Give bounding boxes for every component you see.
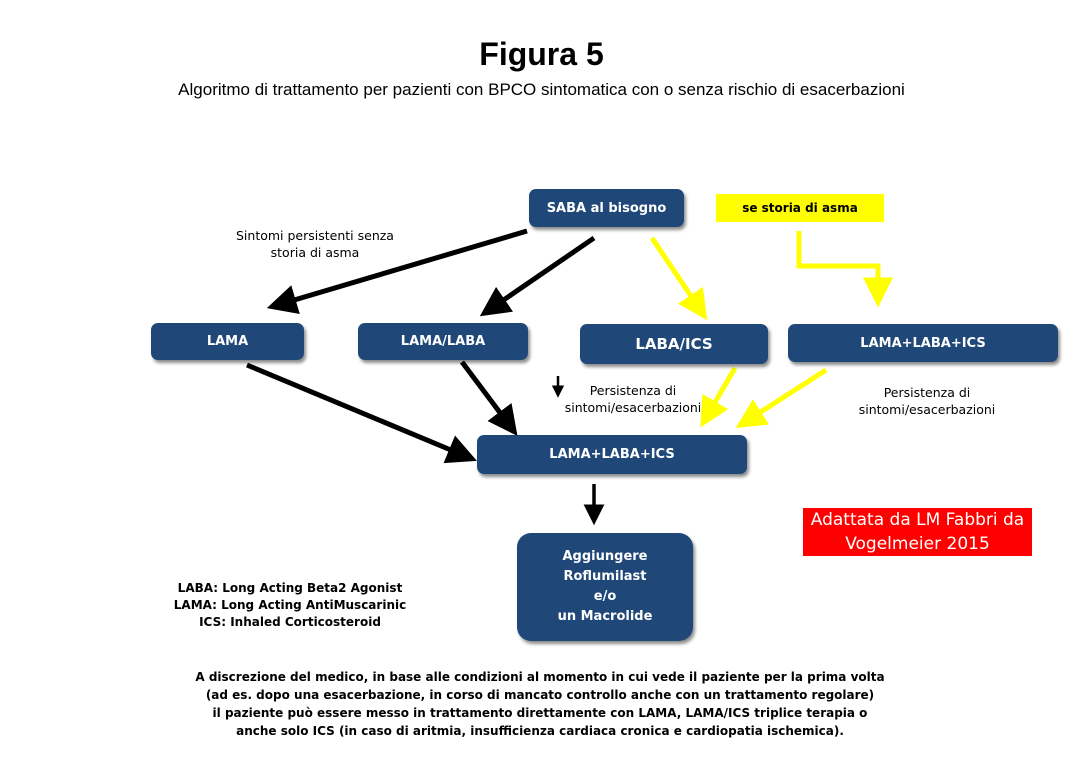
tag-storia-asma: se storia di asma — [716, 194, 884, 222]
node-saba: SABA al bisogno — [529, 189, 684, 227]
node-lama-laba-ics-center: LAMA+LABA+ICS — [477, 435, 747, 474]
arrow-saba-to-laba-ics — [649, 236, 708, 321]
arrow-lama-laba-to-triple — [460, 360, 518, 436]
abbreviations-legend: LABA: Long Acting Beta2 Agonist LAMA: Lo… — [173, 581, 407, 629]
arrow-asma-to-triple — [796, 231, 893, 308]
page-title: Figura 5 — [479, 36, 604, 72]
page-subtitle: Algoritmo di trattamento per pazienti co… — [178, 80, 905, 99]
arrow-lama-to-triple — [246, 362, 477, 464]
label-persistenza-right: Persistenza di sintomi/esacerbazioni — [858, 385, 996, 417]
label-sintomi-persistenti: Sintomi persistenti senza storia di asma — [236, 228, 394, 260]
node-lama-laba: LAMA/LABA — [358, 323, 528, 360]
arrow-laba-ics-to-triple — [700, 366, 738, 428]
node-laba-ics: LABA/ICS — [580, 324, 768, 364]
node-final-add: Aggiungere Roflumilast e/o un Macrolide — [517, 533, 693, 641]
node-lama-laba-ics-right: LAMA+LABA+ICS — [788, 324, 1058, 362]
label-persistenza-center: Persistenza di sintomi/esacerbazioni — [564, 383, 702, 415]
node-lama: LAMA — [151, 323, 304, 360]
footnote: A discrezione del medico, in base alle c… — [195, 670, 885, 738]
arrow-saba-to-lama-laba — [479, 235, 596, 317]
arrow-right-triple-to-triple — [735, 367, 828, 429]
arrow-saba-to-lama — [266, 228, 528, 314]
source-citation: Adattata da LM Fabbri da Vogelmeier 2015 — [803, 508, 1032, 556]
